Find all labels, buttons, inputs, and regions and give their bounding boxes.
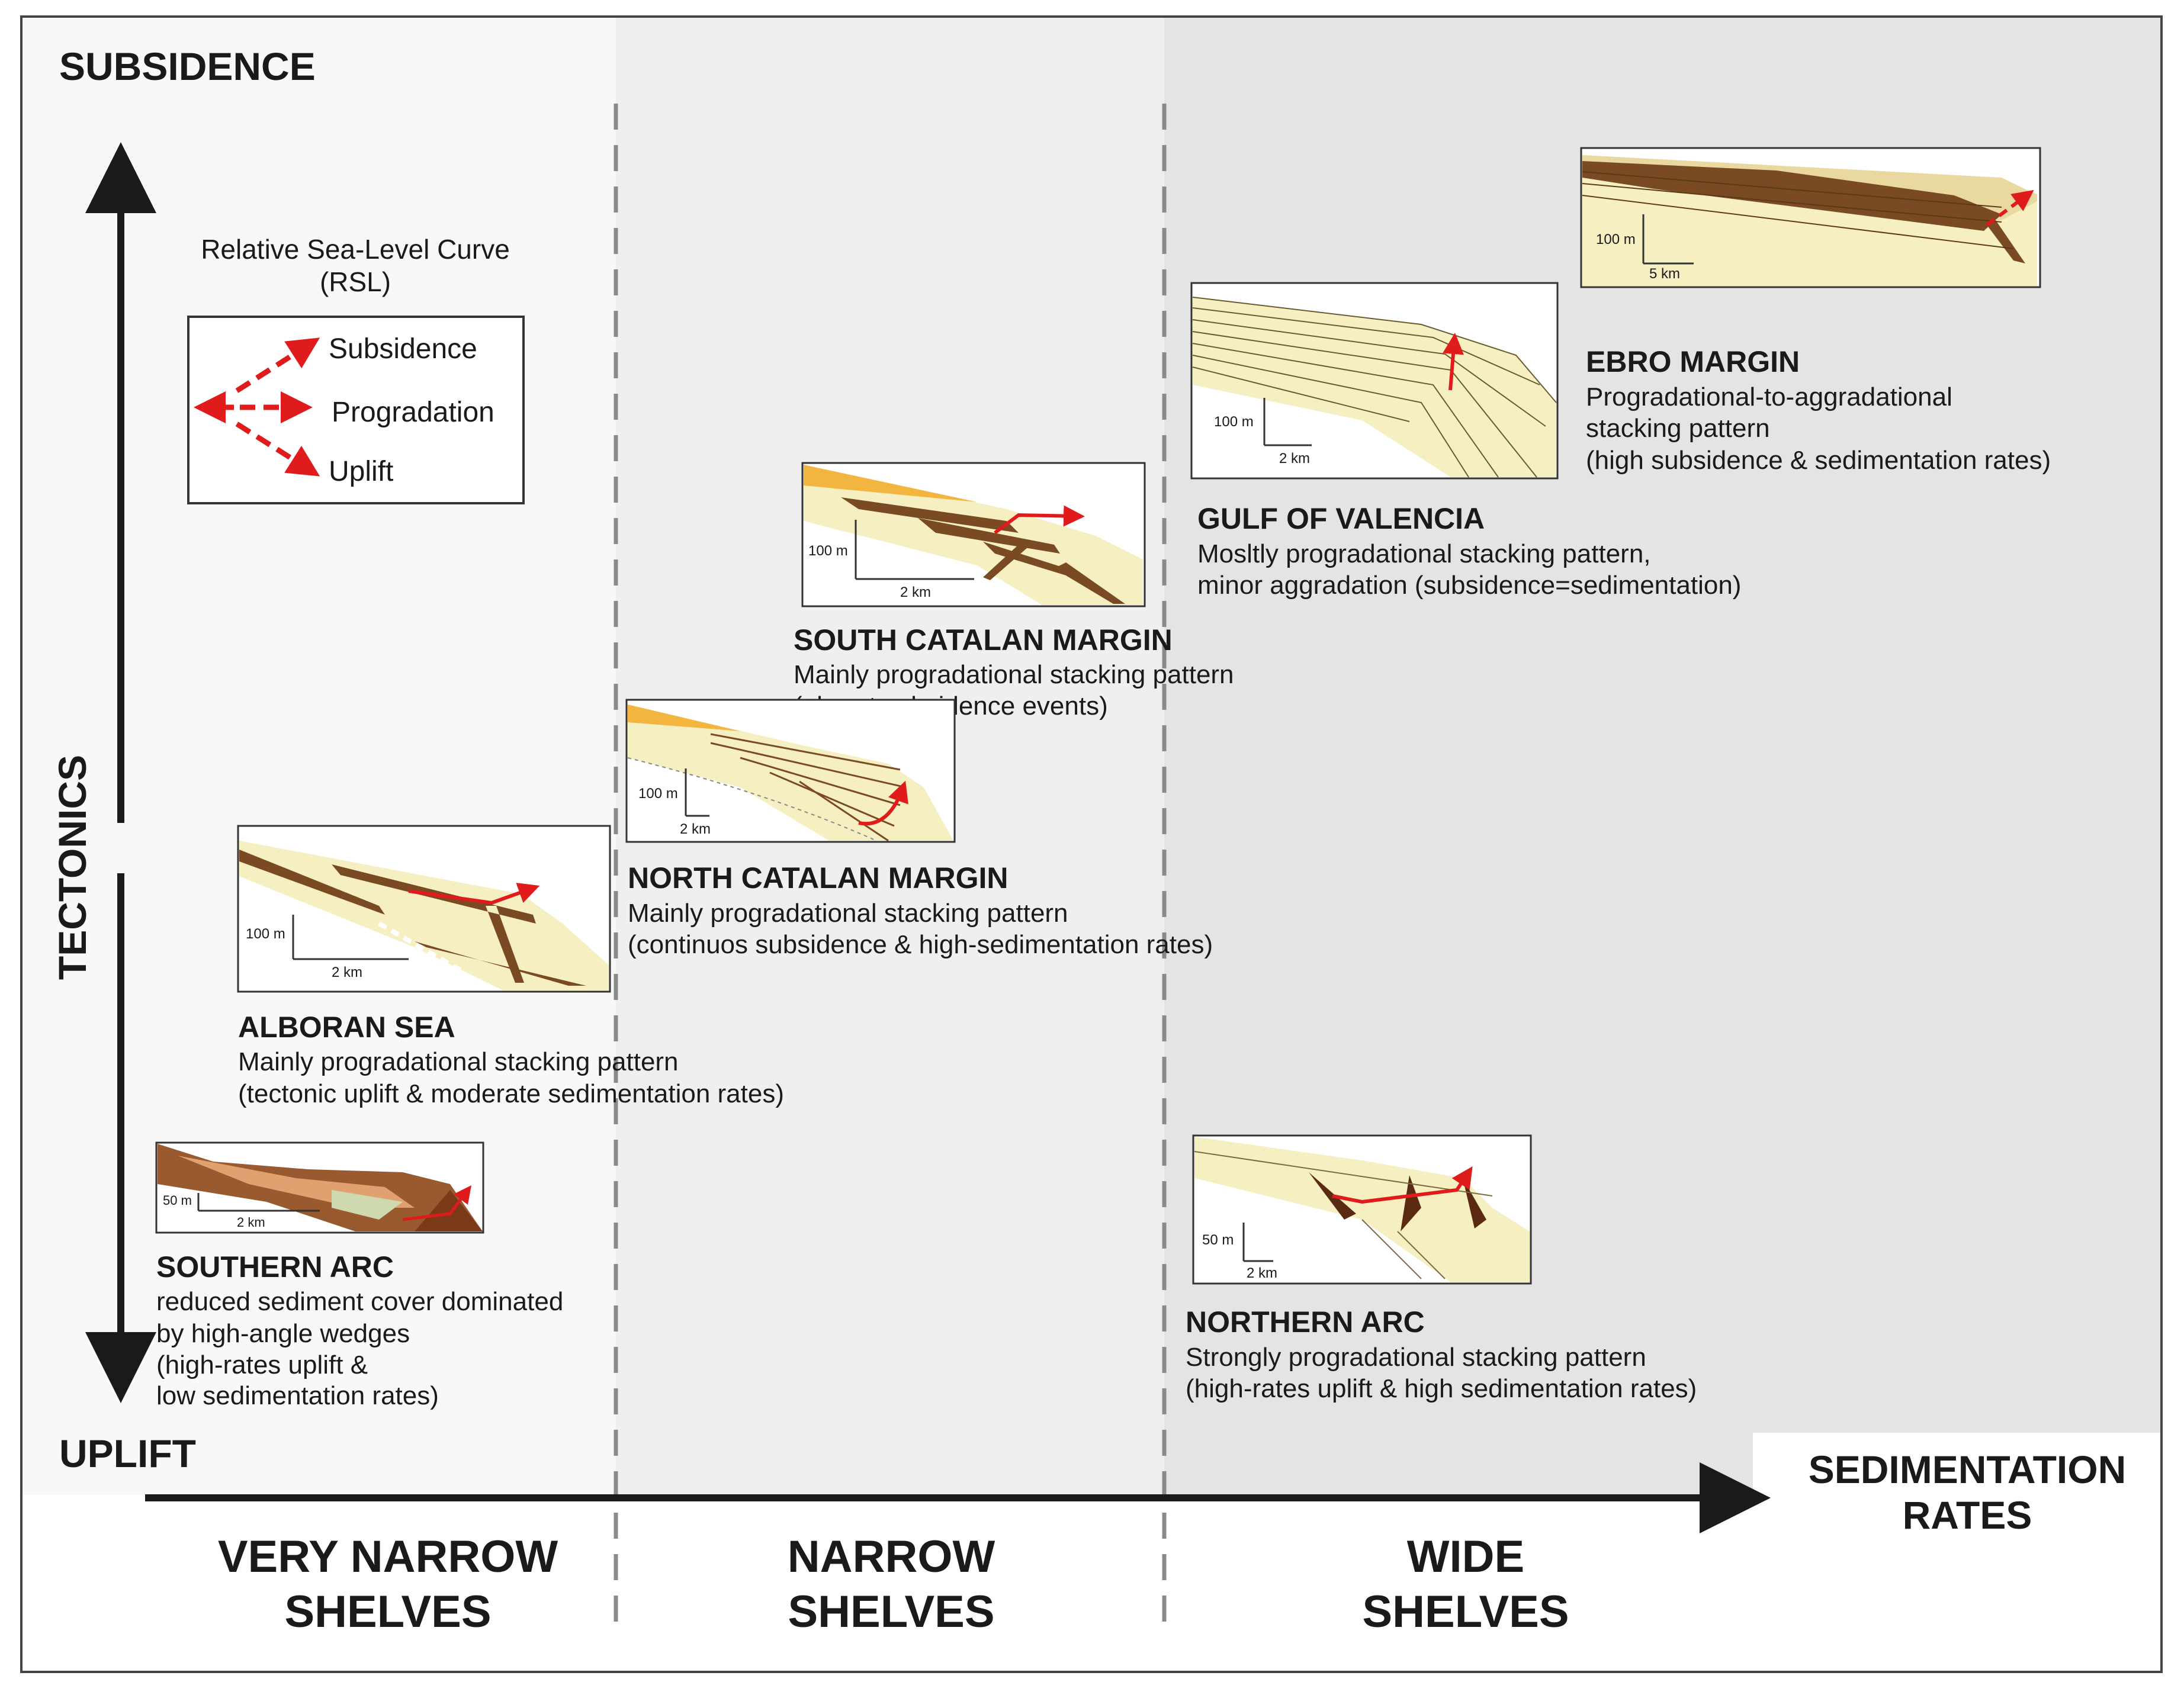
valencia-scale-v: 100 m — [1214, 414, 1254, 430]
northern-arc-title: NORTHERN ARC — [1186, 1305, 1425, 1339]
y-axis-mid-label: TECTONICS — [50, 755, 94, 980]
south-catalan-scale-h: 2 km — [900, 584, 931, 600]
southern-arc-desc-1: reduced sediment cover dominated — [156, 1287, 563, 1316]
north-catalan-desc-1: Mainly progradational stacking pattern — [628, 899, 1068, 928]
alboran-scale-v: 100 m — [246, 926, 285, 942]
legend-item-progradation: Progradation — [332, 397, 494, 428]
y-axis-bottom-label: UPLIFT — [59, 1432, 196, 1475]
north-catalan-desc-2: (continuos subsidence & high-sedimentati… — [628, 930, 1213, 959]
southern-arc-scale-v: 50 m — [163, 1193, 192, 1208]
column-very-narrow-2: SHELVES — [284, 1587, 491, 1637]
legend-arrow-subsidence — [235, 337, 320, 393]
valencia-desc-2: minor aggradation (subsidence=sedimentat… — [1197, 571, 1741, 600]
x-label-corner — [1753, 1433, 2160, 1670]
profile-south-catalan: 100 m 2 km — [801, 462, 1146, 607]
legend-item-uplift: Uplift — [329, 456, 393, 487]
panel-narrow — [616, 18, 1164, 1671]
y-axis-top-label: SUBSIDENCE — [59, 44, 316, 88]
column-very-narrow-1: VERY NARROW — [218, 1532, 558, 1582]
valencia-title: GULF OF VALENCIA — [1197, 502, 1485, 535]
profile-ebro: 100 m 5 km — [1580, 147, 2041, 288]
x-axis-label-1: SEDIMENTATION — [1809, 1448, 2127, 1491]
southern-arc-desc-2: by high-angle wedges — [156, 1319, 410, 1348]
alboran-title: ALBORAN SEA — [238, 1011, 455, 1044]
north-catalan-title: NORTH CATALAN MARGIN — [628, 861, 1009, 895]
legend-item-subsidence: Subsidence — [329, 333, 477, 365]
ebro-desc-2: stacking pattern — [1586, 414, 1770, 443]
profile-valencia: 100 m 2 km — [1190, 282, 1559, 480]
northern-arc-desc-1: Strongly progradational stacking pattern — [1186, 1343, 1646, 1372]
figure-frame — [20, 15, 2163, 1673]
south-catalan-desc-1: Mainly progradational stacking pattern — [794, 660, 1234, 689]
ebro-scale-h: 5 km — [1649, 266, 1680, 282]
north-catalan-scale-h: 2 km — [680, 821, 711, 837]
alboran-scale-h: 2 km — [332, 964, 362, 980]
ebro-desc-3: (high subsidence & sedimentation rates) — [1586, 446, 2051, 475]
column-narrow-1: NARROW — [788, 1532, 995, 1582]
profile-north-catalan: 100 m 2 km — [625, 699, 956, 843]
valencia-desc-1: Mosltly progradational stacking pattern, — [1197, 539, 1651, 568]
column-wide-1: WIDE — [1407, 1532, 1524, 1582]
column-narrow-2: SHELVES — [788, 1587, 994, 1637]
southern-arc-scale-h: 2 km — [237, 1215, 265, 1230]
south-catalan-scale-v: 100 m — [808, 543, 848, 559]
northern-arc-scale-h: 2 km — [1247, 1265, 1277, 1281]
ebro-desc-1: Progradational-to-aggradational — [1586, 382, 1952, 411]
valencia-scale-h: 2 km — [1279, 451, 1310, 467]
legend-title-2: (RSL) — [320, 266, 391, 297]
legend-arrow-uplift — [235, 422, 320, 477]
southern-arc-title: SOUTHERN ARC — [156, 1250, 394, 1284]
alboran-desc-1: Mainly progradational stacking pattern — [238, 1047, 679, 1076]
profile-northern-arc: 50 m 2 km — [1192, 1134, 1532, 1285]
southern-arc-desc-3: (high-rates uplift & — [156, 1350, 368, 1379]
north-catalan-scale-v: 100 m — [638, 786, 678, 802]
column-wide-2: SHELVES — [1362, 1587, 1569, 1637]
legend-box: Subsidence Progradation Uplift — [187, 316, 525, 504]
northern-arc-scale-v: 50 m — [1202, 1232, 1234, 1248]
profile-southern-arc: 50 m 2 km — [155, 1141, 484, 1234]
profile-alboran: 100 m 2 km — [237, 825, 611, 993]
legend-title-1: Relative Sea-Level Curve — [201, 234, 510, 265]
ebro-title: EBRO MARGIN — [1586, 345, 1800, 378]
northern-arc-desc-2: (high-rates uplift & high sedimentation … — [1186, 1374, 1697, 1403]
alboran-desc-2: (tectonic uplift & moderate sedimentatio… — [238, 1079, 784, 1108]
south-catalan-title: SOUTH CATALAN MARGIN — [794, 623, 1173, 657]
southern-arc-desc-4: low sedimentation rates) — [156, 1381, 439, 1410]
ebro-scale-v: 100 m — [1596, 231, 1636, 247]
x-axis-label-2: RATES — [1903, 1493, 2032, 1537]
